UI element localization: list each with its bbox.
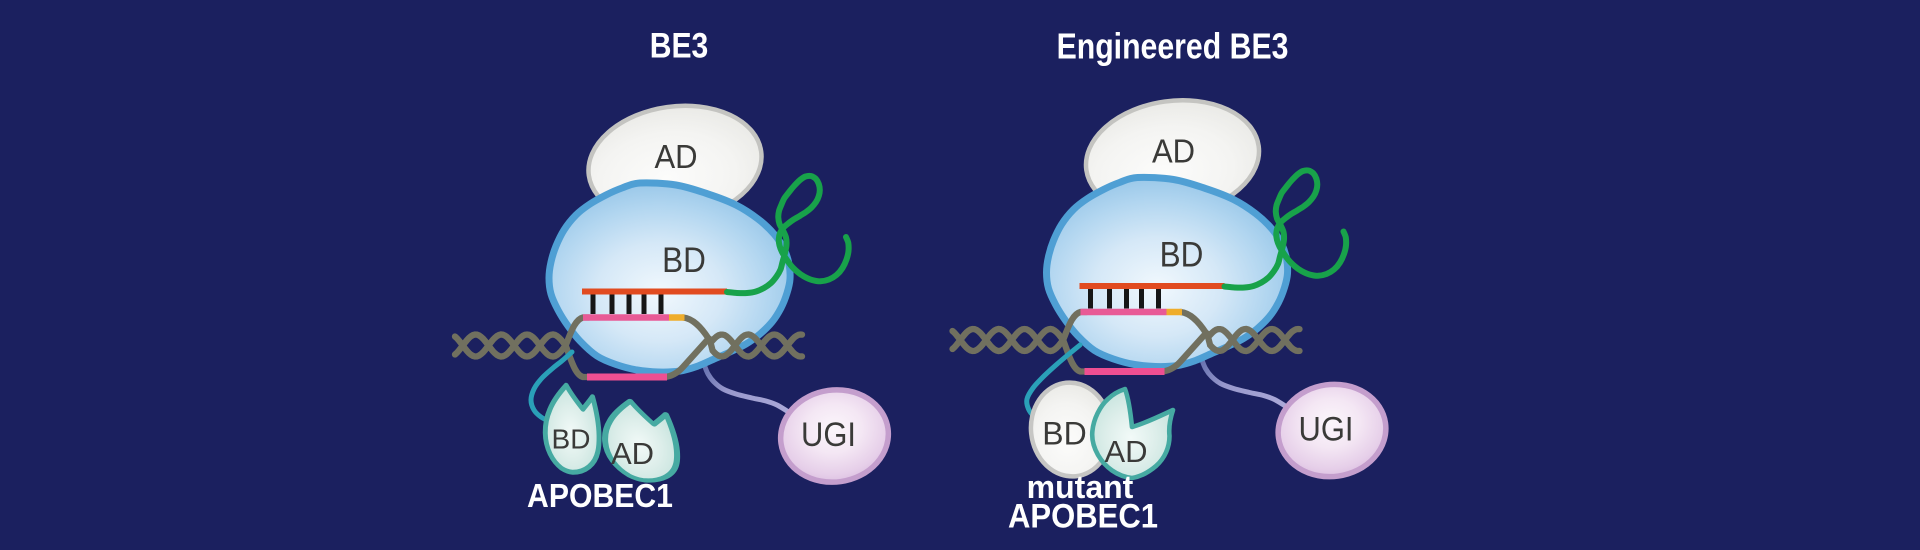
svg-text:APOBEC1: APOBEC1 [1008,497,1158,535]
svg-text:AD: AD [1104,434,1147,469]
svg-text:APOBEC1: APOBEC1 [527,477,673,515]
svg-text:mutant: mutant [1027,469,1134,505]
svg-text:BE3: BE3 [650,25,709,65]
svg-text:BD: BD [1042,416,1086,452]
svg-text:AD: AD [611,436,654,471]
svg-text:Engineered BE3: Engineered BE3 [1057,27,1289,67]
svg-text:BD: BD [552,424,591,455]
